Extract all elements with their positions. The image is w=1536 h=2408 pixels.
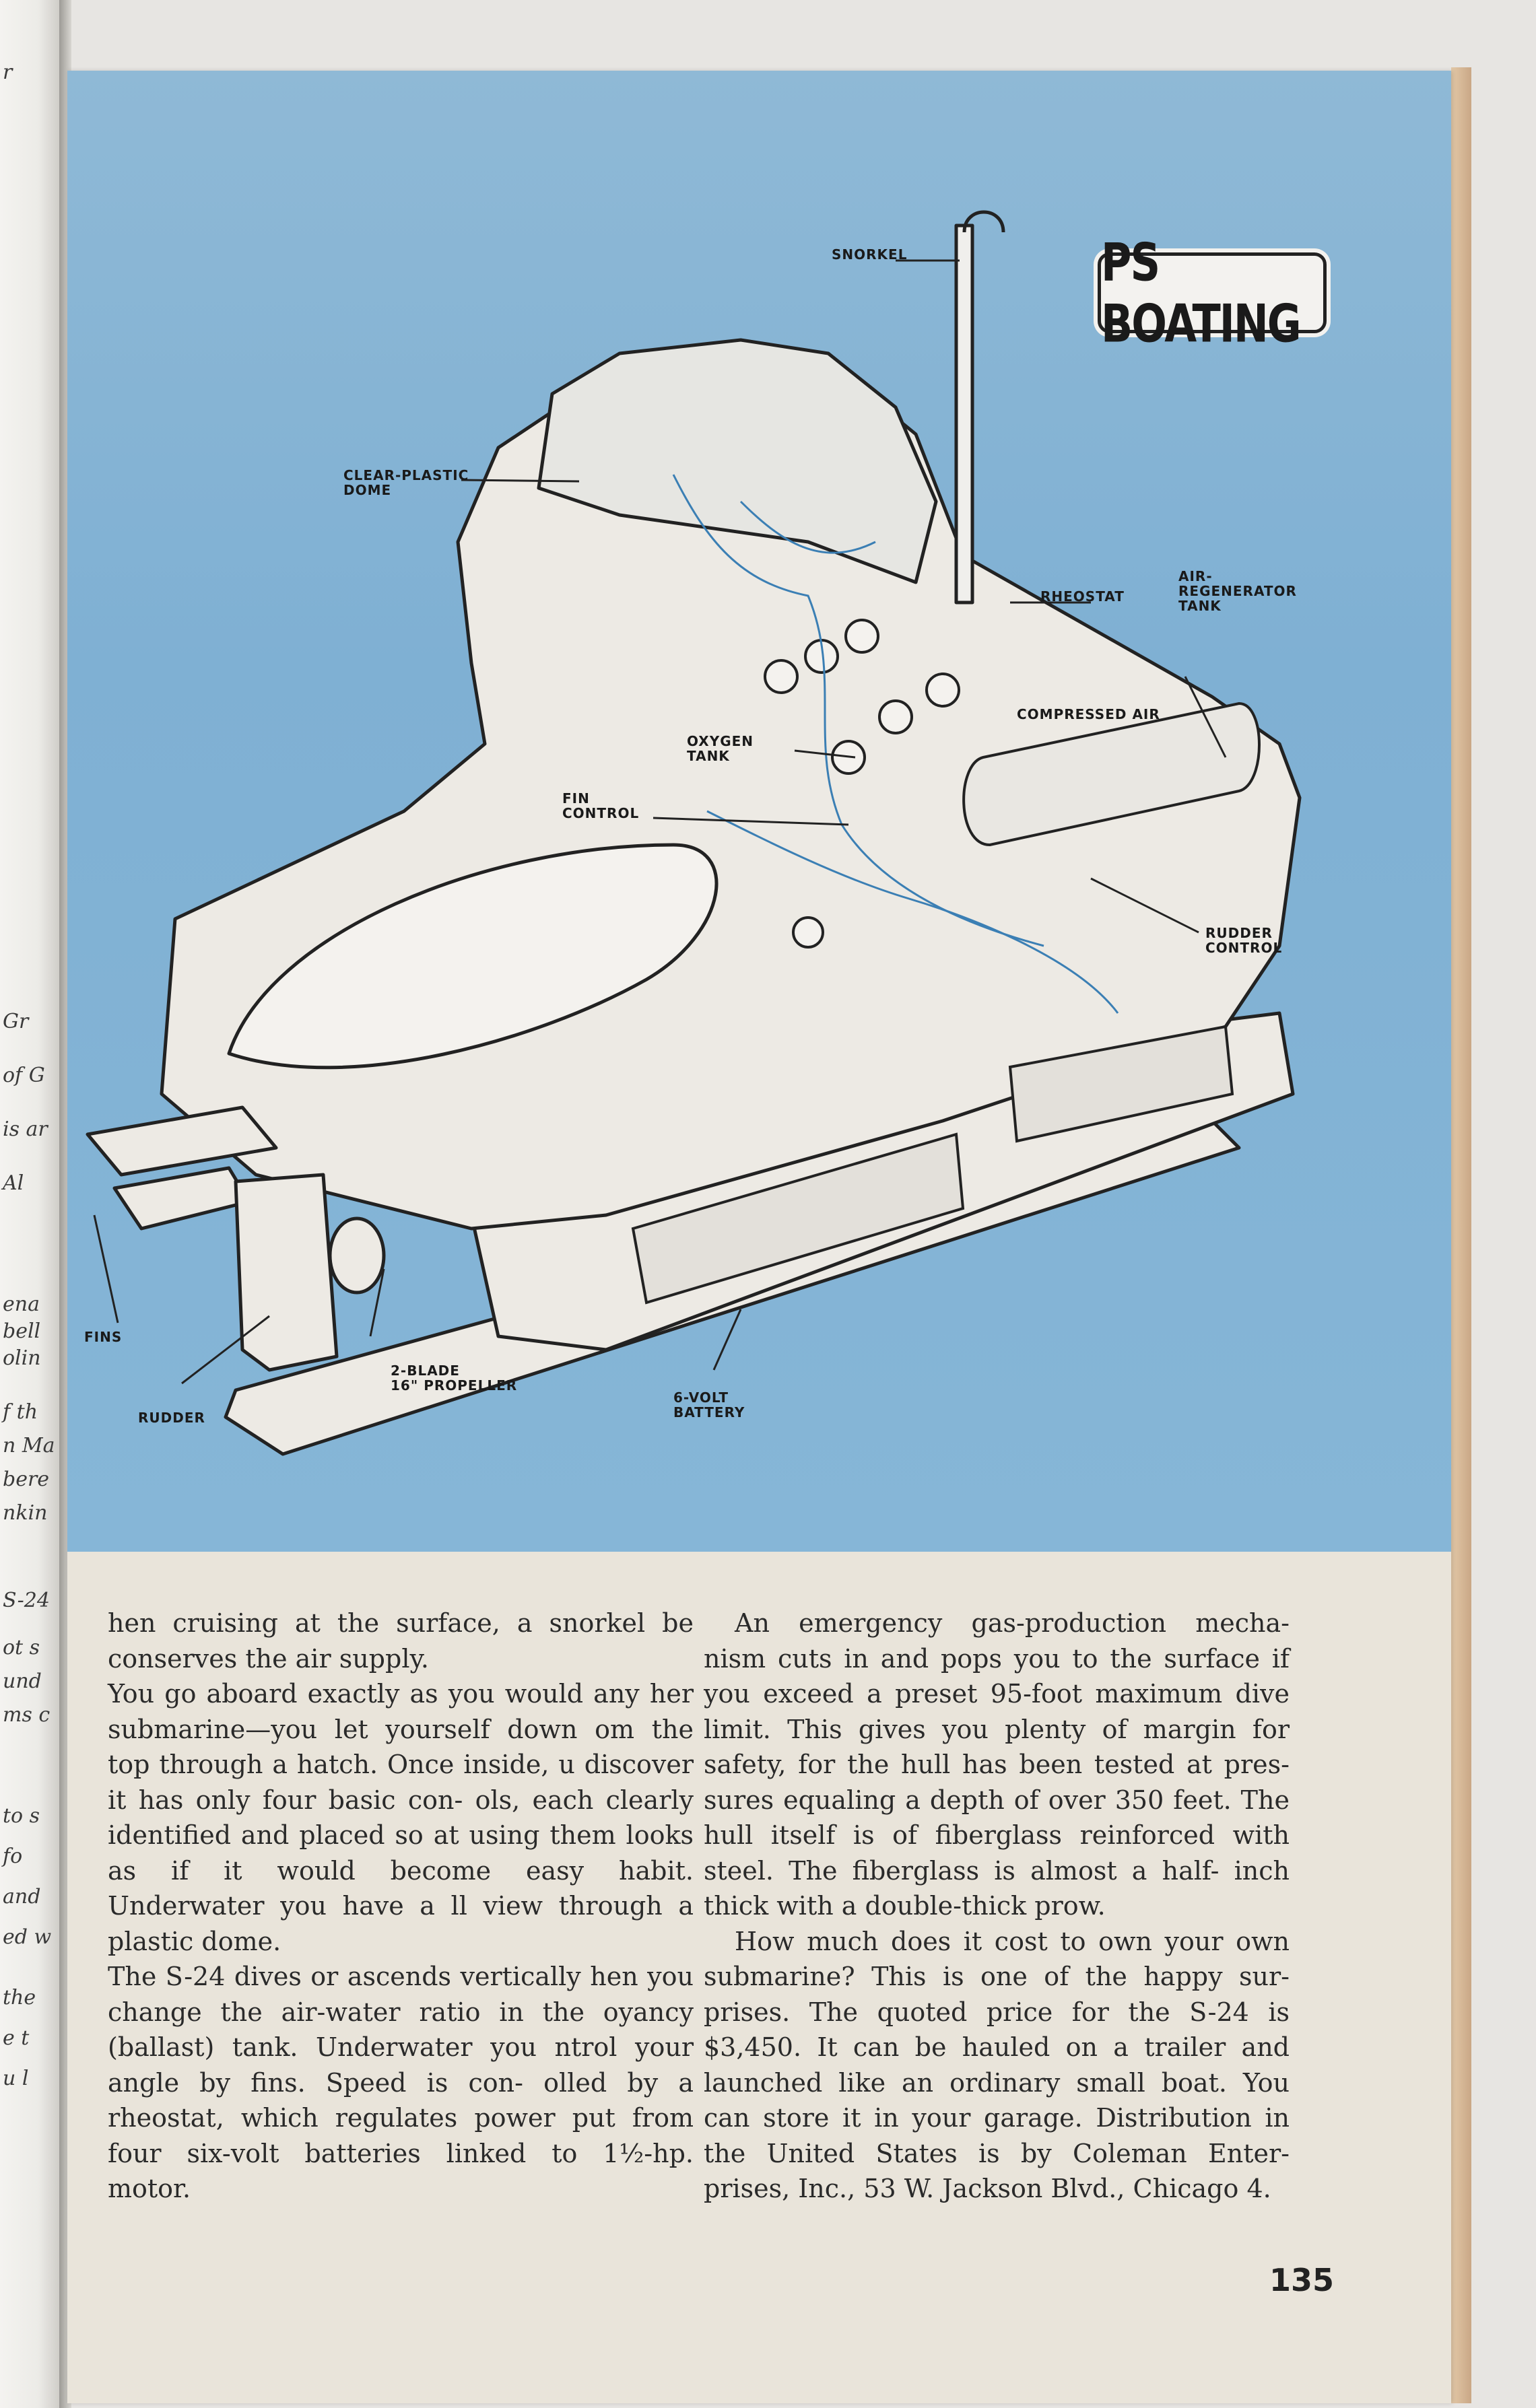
paragraph: The S-24 dives or ascends vertically hen… bbox=[108, 1962, 694, 2203]
facing-page-fragment: f th bbox=[3, 1400, 38, 1424]
label-fins: FINS bbox=[84, 1329, 123, 1345]
section-badge: PS BOATING bbox=[1098, 232, 1327, 354]
text-column-right: An emergency gas-production mecha- nism … bbox=[704, 1606, 1290, 2207]
page-number: 135 bbox=[1269, 2262, 1335, 2298]
facing-page-fragment: r bbox=[3, 61, 13, 84]
submarine-drawing bbox=[86, 210, 1302, 1456]
battery-pack bbox=[631, 1132, 965, 1305]
gauge bbox=[792, 916, 824, 949]
gauge bbox=[844, 619, 879, 654]
facing-page-fragment: bere bbox=[3, 1468, 50, 1491]
facing-page-fragment: and bbox=[3, 1885, 41, 1908]
facing-page-fragment: e t bbox=[3, 2026, 30, 2050]
label-rudder: RUDDER bbox=[138, 1410, 205, 1426]
paragraph: You go aboard exactly as you would any h… bbox=[108, 1679, 694, 1956]
label-air-tank: AIR- REGENERATOR TANK bbox=[1178, 568, 1297, 614]
plastic-dome bbox=[537, 338, 938, 584]
facing-page-edge: r Gr of G is ar Al bell ena olin f th n … bbox=[0, 0, 64, 2408]
fin bbox=[112, 1166, 251, 1231]
compressed-air-tank bbox=[962, 701, 1261, 847]
section-badge-text: PS BOATING bbox=[1101, 231, 1302, 355]
facing-page-fragment: Gr bbox=[3, 1010, 29, 1033]
facing-page-fragment: S-24 bbox=[3, 1589, 50, 1612]
facing-page-fragment: Al bbox=[3, 1171, 24, 1195]
facing-page-fragment: n Ma bbox=[3, 1434, 55, 1457]
facing-page-fragment: nkin bbox=[3, 1501, 48, 1525]
facing-page-fragment: to s bbox=[3, 1804, 40, 1828]
label-propeller: 2-BLADE 16" PROPELLER bbox=[391, 1363, 518, 1394]
label-rudder-control: RUDDER CONTROL bbox=[1205, 925, 1283, 956]
snorkel-pipe bbox=[954, 223, 974, 605]
gauge bbox=[925, 673, 960, 708]
snorkel-hook bbox=[962, 210, 1005, 233]
label-snorkel: SNORKEL bbox=[832, 246, 908, 263]
text-column-left: hen cruising at the surface, a snorkel b… bbox=[108, 1606, 694, 2207]
label-compressed-air: COMPRESSED AIR bbox=[1017, 706, 1160, 722]
paragraph: An emergency gas-production mecha- nism … bbox=[704, 1608, 1290, 1921]
facing-page-fragment: u l bbox=[3, 2067, 29, 2090]
label-battery: 6-VOLT BATTERY bbox=[673, 1389, 745, 1420]
page-edge bbox=[1451, 67, 1471, 2403]
battery-pack bbox=[1008, 1025, 1234, 1143]
facing-page-fragment: the bbox=[3, 1986, 36, 2009]
submarine-cutaway-illustration: SNORKEL CLEAR-PLASTIC DOME RHEOSTAT AIR-… bbox=[67, 71, 1451, 1552]
facing-page-fragment: fo bbox=[3, 1845, 23, 1868]
gauge bbox=[764, 659, 799, 694]
facing-page-fragment: bell bbox=[3, 1319, 41, 1343]
label-rheostat: RHEOSTAT bbox=[1040, 588, 1125, 605]
facing-page-fragment: of G bbox=[3, 1064, 45, 1087]
facing-page-fragment: ms c bbox=[3, 1703, 51, 1727]
facing-page-fragment: ed w bbox=[3, 1925, 52, 1949]
gauge bbox=[878, 699, 913, 734]
rudder bbox=[234, 1173, 339, 1372]
facing-page-fragment: is ar bbox=[3, 1117, 48, 1141]
fin bbox=[86, 1105, 278, 1177]
paragraph: How much does it cost to own your own su… bbox=[704, 1926, 1290, 2204]
facing-page-fragment: ot s bbox=[3, 1636, 40, 1659]
facing-page-fragment: und bbox=[3, 1670, 42, 1693]
bow-window bbox=[227, 843, 719, 1070]
facing-page-fragment: olin bbox=[3, 1346, 41, 1370]
label-fin-control: FIN CONTROL bbox=[562, 790, 640, 821]
magazine-page: SNORKEL CLEAR-PLASTIC DOME RHEOSTAT AIR-… bbox=[67, 71, 1451, 2403]
facing-page-fragment: ena bbox=[3, 1293, 40, 1316]
propeller bbox=[328, 1216, 386, 1295]
paragraph: hen cruising at the surface, a snorkel b… bbox=[108, 1608, 694, 1674]
label-oxygen-tank: OXYGEN TANK bbox=[687, 733, 754, 764]
label-dome: CLEAR-PLASTIC DOME bbox=[343, 467, 469, 498]
